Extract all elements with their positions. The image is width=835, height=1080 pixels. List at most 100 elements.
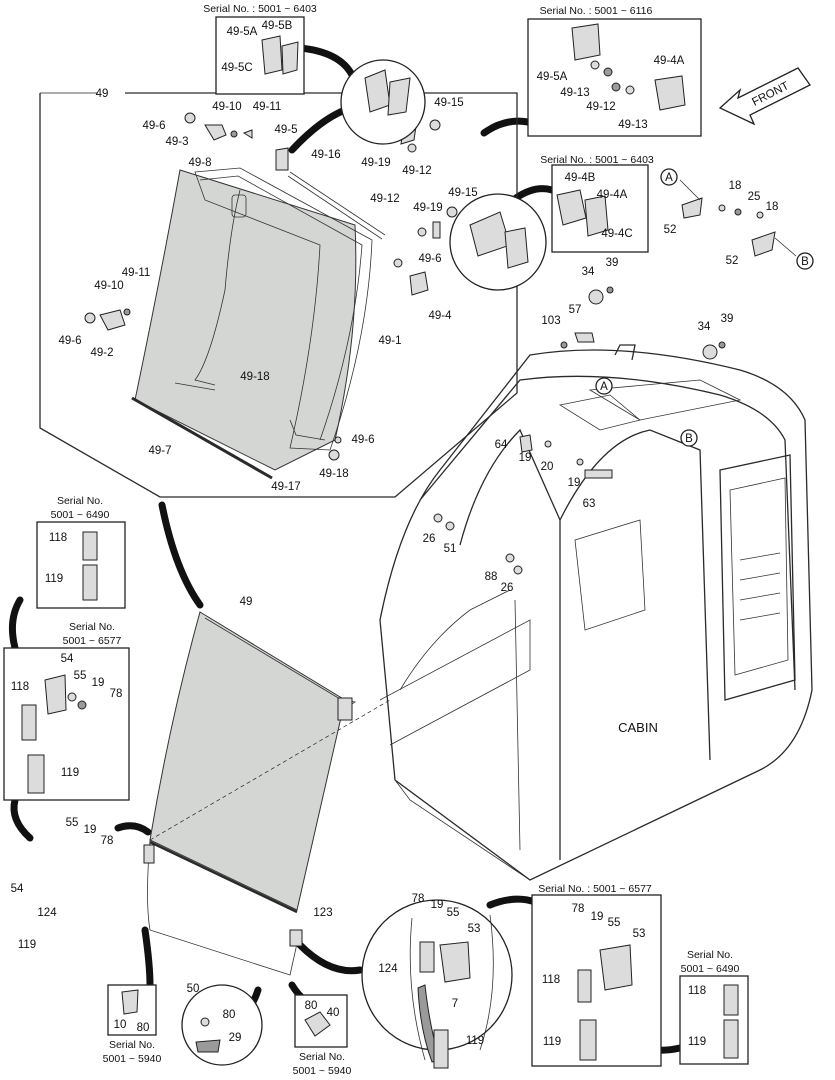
label-51: 51 — [444, 543, 457, 555]
callout-a-top-label: A — [665, 172, 673, 184]
front-arrow: FRONT — [718, 67, 811, 126]
label-50: 50 — [187, 983, 200, 995]
label-49-17: 49-17 — [271, 481, 300, 493]
label-49-12-top: 49-12 — [402, 165, 431, 177]
label-119-a: 119 — [45, 573, 63, 585]
serial-range-6577-left: 5001 ~ 6577 — [63, 635, 122, 647]
callout-a-cabin — [595, 377, 613, 395]
label-118-a: 118 — [49, 532, 67, 544]
callout-b-top-label: B — [801, 256, 809, 268]
label-49-11-left: 49-11 — [122, 267, 151, 279]
serial-range-5940-left: 5001 ~ 5940 — [103, 1053, 162, 1065]
label-52-a: 52 — [664, 224, 677, 236]
label-49-18-a: 49-18 — [240, 371, 269, 383]
label-57: 57 — [569, 304, 582, 316]
callout-a-cabin-label: A — [600, 381, 608, 393]
label-49-5a-right: 49-5A — [537, 71, 568, 83]
serial-boxes — [3, 16, 749, 1067]
label-39-a: 39 — [606, 257, 619, 269]
label-49-4b: 49-4B — [565, 172, 596, 184]
label-49-6-bottom: 49-6 — [351, 434, 374, 446]
label-19-e: 19 — [431, 899, 444, 911]
label-49-main: 49 — [96, 88, 109, 100]
label-18-b: 18 — [766, 201, 779, 213]
part-labels: 49 49-5A 49-5B 49-5C 49-6 49-10 49-11 49… — [11, 20, 779, 1048]
label-49-19-top: 49-19 — [361, 157, 390, 169]
label-80-a: 80 — [137, 1022, 150, 1034]
label-49-5b: 49-5B — [262, 20, 293, 32]
serial-texts: Serial No. : 5001 ~ 6403 Serial No. : 50… — [51, 3, 740, 1077]
label-49-16: 49-16 — [311, 149, 340, 161]
cabin-label: CABIN — [618, 720, 658, 735]
label-34-b: 34 — [698, 321, 711, 333]
label-7: 7 — [452, 998, 458, 1010]
label-49-12-right: 49-12 — [586, 101, 615, 113]
label-39-b: 39 — [721, 313, 734, 325]
label-49-5a-top: 49-5A — [227, 26, 258, 38]
label-25: 25 — [748, 191, 761, 203]
label-49-6-top: 49-6 — [142, 120, 165, 132]
label-49-13-a: 49-13 — [560, 87, 589, 99]
serial-6403-mid: Serial No. : 5001 ~ 6403 — [540, 154, 654, 166]
label-54-a: 54 — [61, 653, 74, 665]
label-118-c: 118 — [542, 974, 560, 986]
label-29: 29 — [229, 1032, 242, 1044]
label-49-18-b: 49-18 — [319, 468, 348, 480]
label-49-3: 49-3 — [165, 136, 188, 148]
label-78-b: 78 — [101, 835, 114, 847]
label-10: 10 — [114, 1019, 127, 1031]
label-119-b: 119 — [61, 767, 79, 779]
label-49-15-mid: 49-15 — [448, 187, 477, 199]
label-19-f: 19 — [591, 911, 604, 923]
label-19-a: 19 — [519, 452, 532, 464]
label-49-6-mid: 49-6 — [418, 253, 441, 265]
cabin-body — [379, 344, 813, 881]
label-118-b: 118 — [11, 681, 29, 693]
label-40: 40 — [327, 1007, 340, 1019]
label-88: 88 — [485, 571, 498, 583]
label-49-4a-mid: 49-4A — [597, 189, 628, 201]
label-18-a: 18 — [729, 180, 742, 192]
label-49-1: 49-1 — [378, 335, 401, 347]
label-55-c: 55 — [447, 907, 460, 919]
label-118-d: 118 — [688, 985, 706, 997]
label-53-a: 53 — [468, 923, 481, 935]
label-49-2: 49-2 — [90, 347, 113, 359]
callout-b-cabin-label: B — [685, 433, 693, 445]
serial-label-5940-right: Serial No. — [299, 1051, 345, 1063]
label-49-lower: 49 — [240, 596, 253, 608]
label-49-12-mid: 49-12 — [370, 193, 399, 205]
label-78-a: 78 — [110, 688, 123, 700]
upper-glass-assembly — [131, 167, 386, 480]
serial-6403-top: Serial No. : 5001 ~ 6403 — [203, 3, 317, 15]
label-49-4c: 49-4C — [601, 228, 632, 240]
serial-6116: Serial No. : 5001 ~ 6116 — [540, 5, 653, 17]
label-124-a: 124 — [37, 907, 57, 919]
cabin-hardware — [433, 179, 797, 575]
callout-markers: A B A B — [595, 168, 814, 447]
label-19-c: 19 — [92, 677, 105, 689]
serial-range-6490-left: 5001 ~ 6490 — [51, 509, 110, 521]
label-49-5c: 49-5C — [221, 62, 252, 74]
label-64: 64 — [495, 439, 508, 451]
label-119-f: 119 — [688, 1036, 706, 1048]
label-49-5: 49-5 — [274, 124, 297, 136]
label-49-11-top: 49-11 — [253, 101, 282, 113]
label-103: 103 — [541, 315, 560, 327]
label-49-15-top: 49-15 — [434, 97, 463, 109]
label-49-13-b: 49-13 — [618, 119, 647, 131]
label-49-7: 49-7 — [148, 445, 171, 457]
label-119-d: 119 — [466, 1035, 484, 1047]
label-49-19-mid: 49-19 — [413, 202, 442, 214]
label-19-d: 19 — [84, 824, 97, 836]
label-49-10-left: 49-10 — [94, 280, 123, 292]
label-80-b: 80 — [223, 1009, 236, 1021]
label-78-c: 78 — [412, 893, 425, 905]
label-53-b: 53 — [633, 928, 646, 940]
serial-label-6490-left: Serial No. — [57, 495, 103, 507]
serial-label-6490-right: Serial No. — [687, 949, 733, 961]
label-80-c: 80 — [305, 1000, 318, 1012]
label-55-b: 55 — [66, 817, 79, 829]
label-52-b: 52 — [726, 255, 739, 267]
serial-label-5940-left: Serial No. — [109, 1039, 155, 1051]
